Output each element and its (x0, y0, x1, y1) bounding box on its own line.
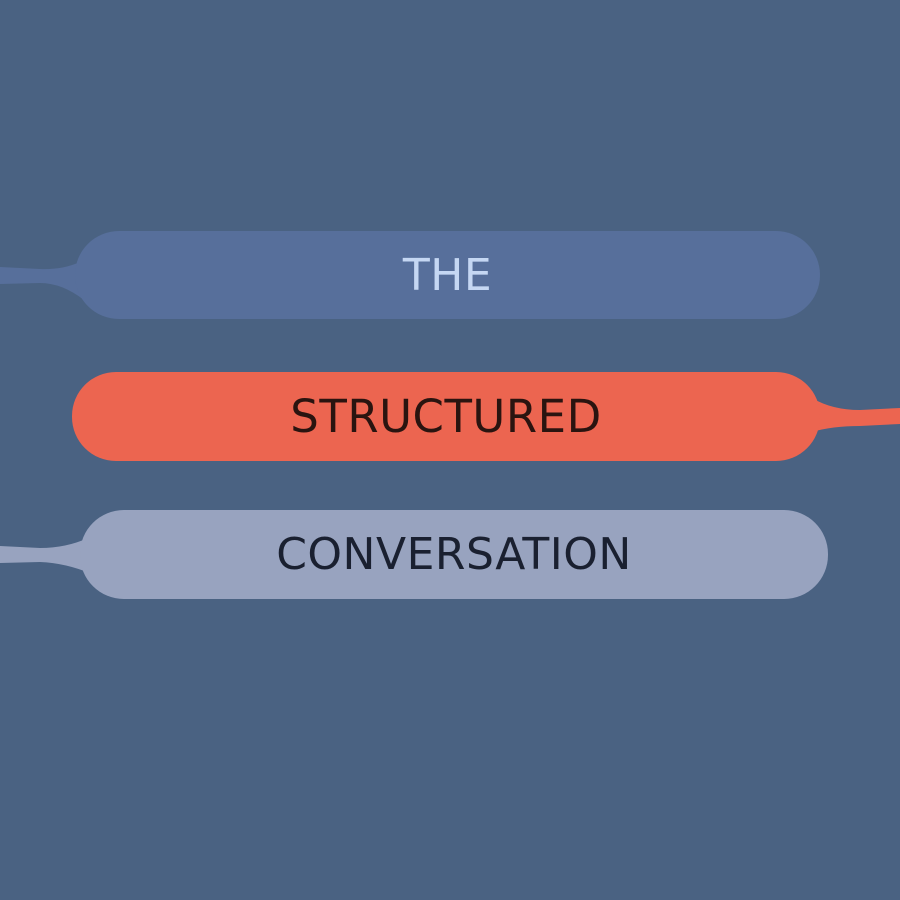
pill-conversation: CONVERSATION (80, 510, 828, 599)
pill-the-label: THE (402, 249, 493, 301)
pill-conversation-label: CONVERSATION (276, 529, 632, 580)
structured-tail (812, 398, 900, 432)
the-tail (0, 262, 84, 300)
conversation-tail (0, 538, 92, 574)
pill-structured: STRUCTURED (72, 372, 820, 461)
pill-the: THE (75, 231, 820, 319)
pill-structured-label: STRUCTURED (290, 390, 602, 443)
